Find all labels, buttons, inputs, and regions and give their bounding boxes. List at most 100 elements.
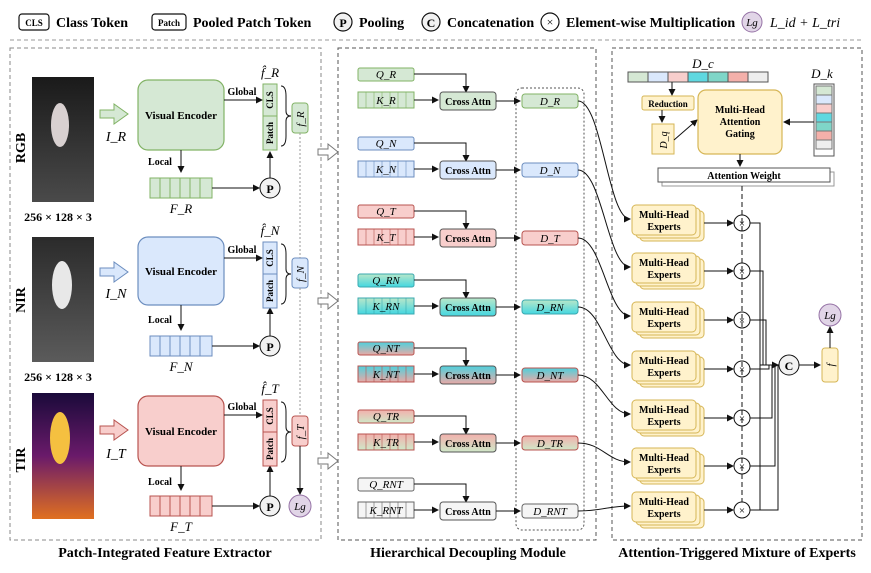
mult-to-concat-line <box>750 365 773 419</box>
cross-attn-label: Cross Attn <box>445 97 491 108</box>
expert-box <box>631 204 697 236</box>
local-tokens-rgb <box>149 177 213 199</box>
cross-attn-label: Cross Attn <box>445 507 491 518</box>
expert-box <box>631 252 697 284</box>
reduction-label: Reduction <box>648 99 688 109</box>
section-arrow <box>317 451 339 471</box>
dq-label: D_q <box>659 131 670 149</box>
dq-box <box>651 123 675 155</box>
decoupled-feature-label: D_R <box>539 96 560 108</box>
key-label: K_R <box>375 95 396 107</box>
pool-legend-symbol <box>333 12 353 32</box>
modality-label-nir: NIR <box>14 286 29 313</box>
attention-weight-box <box>657 167 831 183</box>
gating-label-line2: Attention <box>720 117 761 128</box>
query-label: Q_NT <box>373 343 401 355</box>
mult-to-concat-line <box>750 319 767 365</box>
expert-row: Multi-Head Experts × <box>577 169 764 365</box>
patch-chip <box>151 13 187 31</box>
modality-label-tir: TIR <box>14 447 29 473</box>
pooling-node-text: P <box>266 182 273 196</box>
patch-token-text: Patch <box>265 280 275 302</box>
moe-title: Attention-Triggered Mixture of Experts <box>618 546 856 561</box>
cross-attn-label: Cross Attn <box>445 439 491 450</box>
token-stack-rgb: CLS Patch <box>262 83 278 151</box>
local-tokens-tir <box>149 495 213 517</box>
decoupled-feature-label: D_NT <box>536 370 565 382</box>
query-arrow <box>414 73 470 93</box>
decoupled-feature-label: D_RNT <box>532 506 568 518</box>
d-to-expert-arrow <box>577 237 631 320</box>
feature-label-tir: F_T <box>169 519 192 534</box>
query-label: Q_RN <box>372 275 400 287</box>
gating-label-line3: Gating <box>725 129 754 140</box>
mult-to-concat-line <box>750 365 776 467</box>
dk-label: D_k <box>810 66 833 81</box>
global-label: Global <box>228 245 257 256</box>
decoupling-row: Q_R K_R Cross Attn D_R <box>357 67 579 111</box>
attention-weight-label: Attention Weight <box>707 171 781 182</box>
query-arrow <box>414 415 470 435</box>
section-arrow <box>317 142 339 162</box>
local-tokens-nir <box>149 335 213 357</box>
query-arrow <box>414 347 470 367</box>
visual-encoder-label: Visual Encoder <box>145 266 217 278</box>
dq-to-gating-arrow <box>673 119 698 141</box>
expert-rows: Multi-HeadExperts×Multi-HeadExperts×Mult… <box>577 100 784 529</box>
input-label-tir: I_T <box>105 447 127 462</box>
decoupled-feature-label: D_RN <box>535 302 564 314</box>
input-label-rgb: I_R <box>105 130 127 145</box>
reduction-box <box>641 95 695 111</box>
brace <box>280 401 292 463</box>
query-arrow <box>414 279 470 299</box>
key-label: K_N <box>375 164 397 176</box>
expert-label-line1: Multi-Head <box>639 453 689 464</box>
key-label: K_TR <box>372 437 399 449</box>
feature-label-rgb: F_R <box>169 201 192 216</box>
cls-token-text: CLS <box>265 249 275 267</box>
extractor-title: Patch-Integrated Feature Extractor <box>58 546 272 561</box>
input-arrow-nir <box>99 261 129 283</box>
visual-encoder-label: Visual Encoder <box>145 110 217 122</box>
cross-attn-label: Cross Attn <box>445 303 491 314</box>
gating-label-line1: Multi-Head <box>715 105 765 116</box>
input-arrow-rgb <box>99 103 129 125</box>
mult-to-concat-line <box>750 365 770 370</box>
d-to-expert-arrow <box>577 502 631 512</box>
concat-node-text: C <box>785 359 794 373</box>
mult-node-text: × <box>739 315 745 327</box>
rgb-person-figure <box>51 103 69 147</box>
legend: CLS Class Token Patch Pooled Patch Token… <box>18 11 840 33</box>
mult-legend-label: Element-wise Multiplication <box>566 16 735 31</box>
token-stack-nir: CLS Patch <box>262 241 278 309</box>
patch-token-text: Patch <box>265 438 275 460</box>
expert-label-line1: Multi-Head <box>639 497 689 508</box>
patch-token-text: Patch <box>265 122 275 144</box>
f-label-nir: f_N <box>295 265 307 282</box>
token-stack-tir: CLS Patch <box>262 399 278 467</box>
key-label: K_RNT <box>368 505 403 517</box>
global-label: Global <box>228 402 257 413</box>
expert-label-line1: Multi-Head <box>639 307 689 318</box>
query-label: Q_N <box>376 138 397 150</box>
cls-token-text: CLS <box>265 91 275 109</box>
expert-label-line2: Experts <box>647 417 680 428</box>
image-size-label: 256 × 128 × 3 <box>24 370 92 384</box>
final-f-label: f <box>825 362 837 367</box>
pooling-node-text: P <box>266 340 273 354</box>
f-label-tir: f_T <box>295 424 307 440</box>
moe: D_c Reduction D_q Multi-Head Attention G… <box>577 56 856 561</box>
expert-label-line2: Experts <box>647 222 680 233</box>
d-to-expert-arrow <box>577 100 631 223</box>
query-label: Q_R <box>376 69 396 81</box>
key-label: K_T <box>376 232 397 244</box>
local-label: Local <box>148 315 172 326</box>
